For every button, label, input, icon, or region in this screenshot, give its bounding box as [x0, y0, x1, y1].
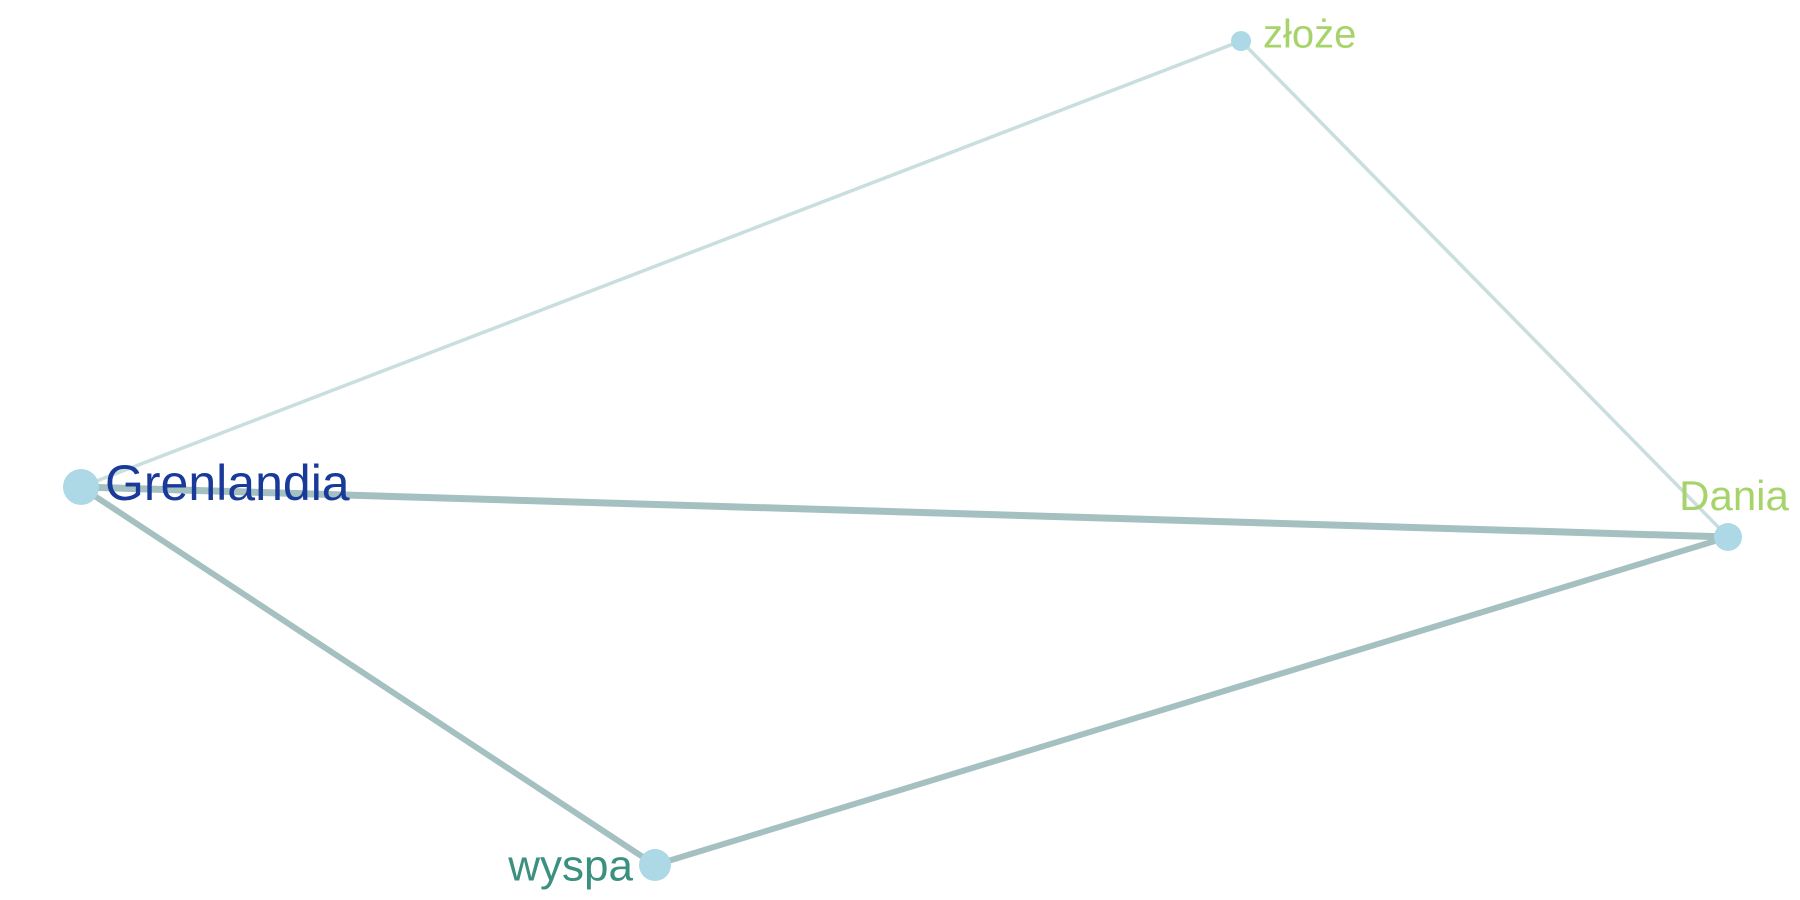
node-zloze	[1231, 31, 1251, 51]
node-wyspa	[639, 849, 671, 881]
node-label-dania: Dania	[1679, 472, 1789, 519]
edge-zloze-dania	[1239, 39, 1730, 539]
node-label-wyspa: wyspa	[507, 842, 633, 891]
node-label-grenlandia: Grenlandia	[105, 455, 350, 511]
node-grenlandia	[63, 469, 99, 505]
edges-layer	[77, 39, 1732, 868]
nodes-layer	[63, 31, 1742, 881]
edge-grenlandia-wyspa	[78, 484, 658, 868]
node-label-zloze: złoże	[1263, 13, 1356, 57]
node-dania	[1714, 523, 1742, 551]
edge-wyspa-dania	[652, 534, 1731, 868]
edge-grenlandia-zloze	[79, 39, 1243, 489]
edge-grenlandia-dania	[77, 483, 1732, 541]
